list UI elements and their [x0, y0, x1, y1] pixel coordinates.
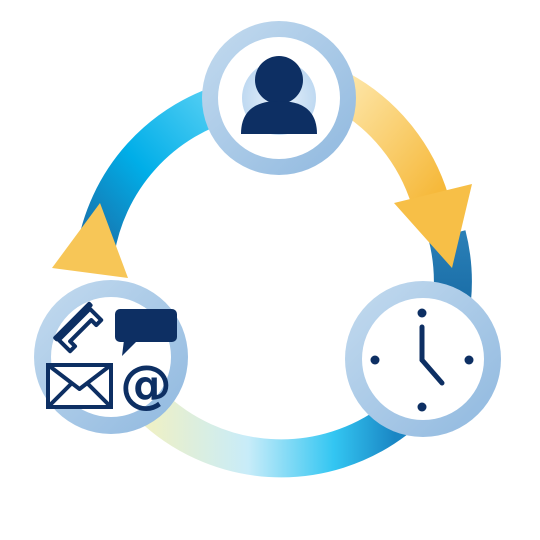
clock-icon	[370, 308, 474, 412]
envelope-icon	[46, 363, 113, 409]
arrowhead-top-right	[394, 184, 472, 268]
node-user	[202, 21, 356, 175]
arrowhead-left	[52, 203, 128, 278]
node-time	[345, 281, 501, 437]
chat-bubble-icon	[115, 309, 177, 356]
ring-arc-bottom	[136, 391, 407, 478]
user-icon	[241, 56, 317, 135]
at-sign-icon: @	[120, 355, 172, 415]
arrow-user-to-time	[330, 73, 472, 268]
phone-icon	[53, 301, 104, 354]
node-contact: @	[34, 280, 188, 434]
